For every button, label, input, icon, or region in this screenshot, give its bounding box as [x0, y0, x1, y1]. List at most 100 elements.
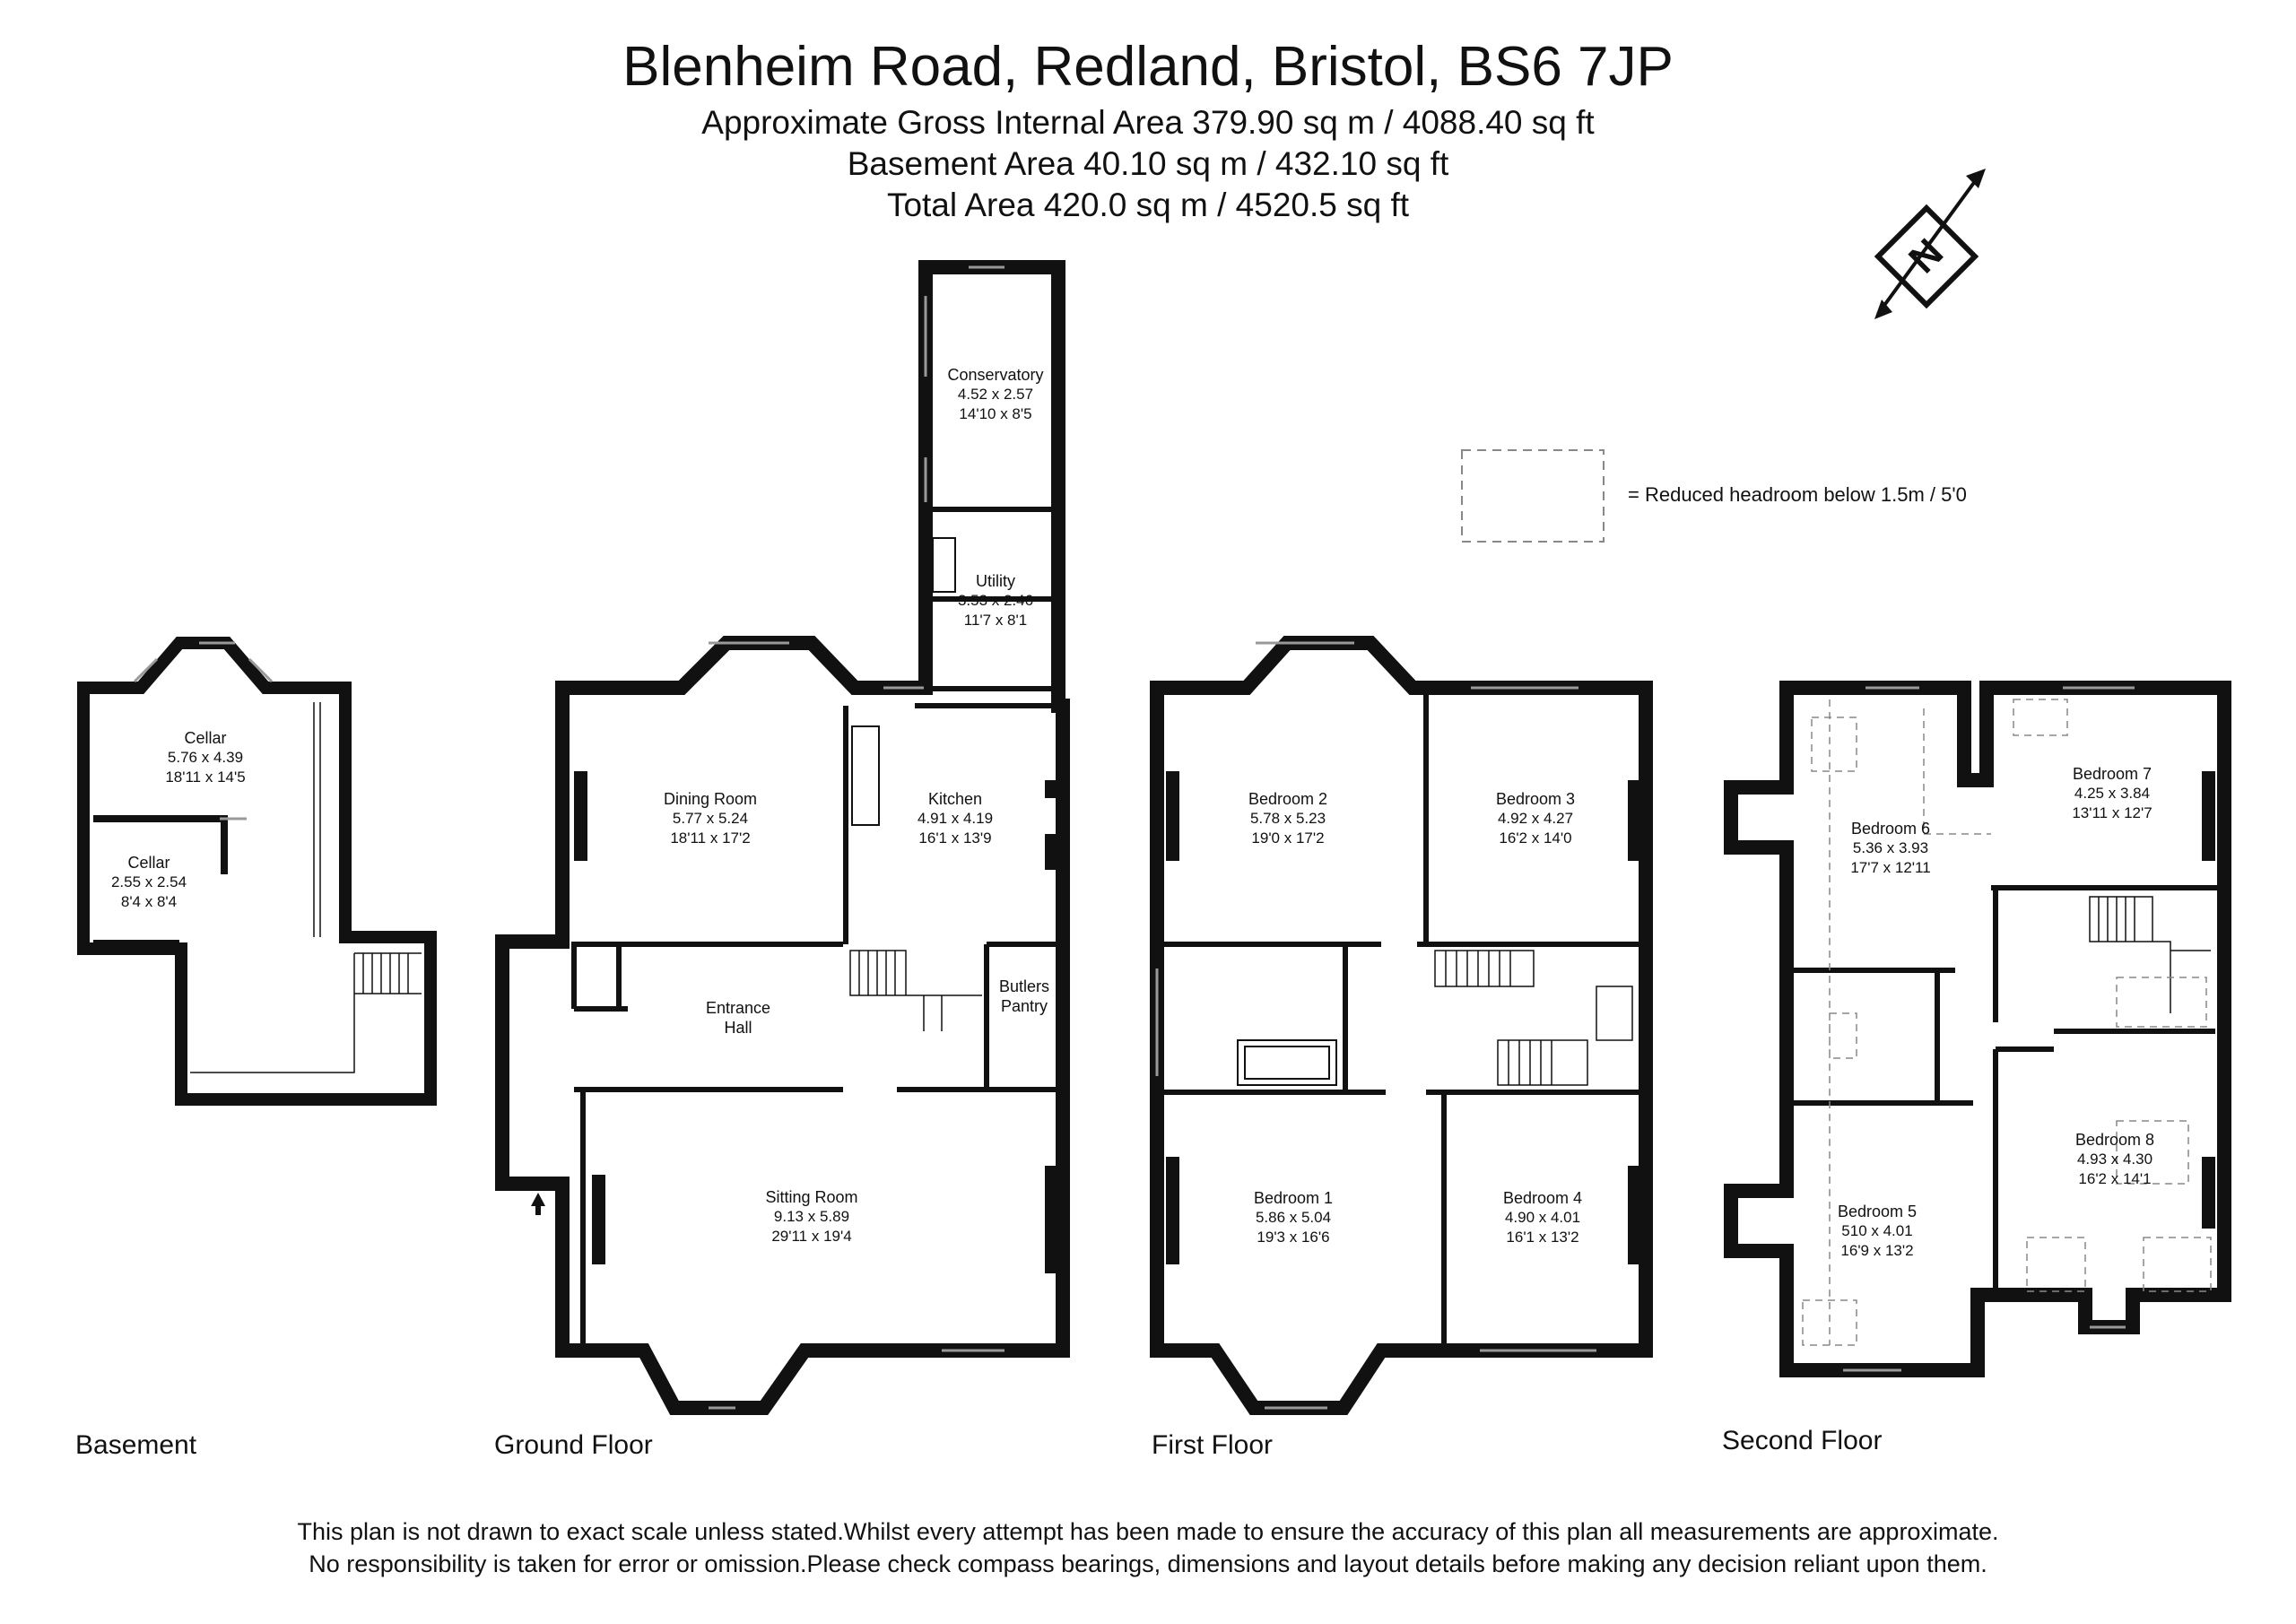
- room-name: Entrance: [705, 999, 771, 1017]
- room-metric: 4.91 x 4.19: [917, 810, 994, 827]
- legend-dashed-box: [1461, 449, 1605, 543]
- room-name: Bedroom 5: [1837, 1203, 1918, 1220]
- room-imperial: 16'1 x 13'9: [918, 829, 992, 847]
- room-label-cellar-small: Cellar 2.55 x 2.54 8'4 x 8'4: [111, 853, 187, 912]
- floor-label-second-floor: Second Floor: [1722, 1426, 1883, 1455]
- room-name: Cellar: [184, 729, 227, 747]
- room-imperial: 18'11 x 17'2: [670, 829, 751, 847]
- room-name: Bedroom 2: [1248, 790, 1328, 808]
- room-name: Dining Room: [663, 790, 758, 808]
- ground-floor-staircase: [849, 950, 982, 1031]
- room-name: Bedroom 4: [1502, 1189, 1583, 1207]
- ground-floor-plan: [495, 260, 1070, 1415]
- second-floor-plan: [1724, 681, 2231, 1377]
- room-imperial: 29'11 x 19'4: [771, 1228, 852, 1245]
- room-metric: 5.78 x 5.23: [1249, 810, 1326, 827]
- room-label-butlers-pantry: Butlers Pantry: [999, 977, 1049, 1016]
- room-imperial: 14'10 x 8'5: [959, 405, 1032, 422]
- room-label-bedroom-7: Bedroom 7 4.25 x 3.84 13'11 x 12'7: [2072, 764, 2152, 823]
- room-name: Bedroom 3: [1495, 790, 1576, 808]
- compass-arrow-tail-icon: [1874, 300, 1892, 319]
- first-floor-outer-wall: [1150, 636, 1653, 1415]
- room-imperial: 13'11 x 12'7: [2072, 804, 2152, 821]
- room-label-kitchen: Kitchen 4.91 x 4.19 16'1 x 13'9: [918, 789, 993, 848]
- room-label-sitting-room: Sitting Room 9.13 x 5.89 29'11 x 19'4: [765, 1187, 857, 1246]
- plan-header: Blenheim Road, Redland, Bristol, BS6 7JP…: [0, 32, 2296, 226]
- basement-steps: [190, 952, 422, 1073]
- room-metric: 5.86 x 5.04: [1255, 1209, 1332, 1226]
- second-floor-inner-walls: [1794, 885, 2220, 1291]
- reduced-headroom-zones: [1802, 699, 2212, 1346]
- basement-area: Basement Area 40.10 sq m / 432.10 sq ft: [847, 145, 1449, 182]
- room-imperial: 16'1 x 13'2: [1506, 1229, 1579, 1246]
- total-area: Total Area 420.0 sq m / 4520.5 sq ft: [886, 187, 1410, 223]
- ground-floor-inner-walls: [571, 507, 1058, 1350]
- room-imperial: 16'2 x 14'1: [2078, 1170, 2152, 1187]
- first-floor-staircase: [1434, 950, 1633, 1086]
- floor-label-first-floor: First Floor: [1152, 1430, 1273, 1460]
- room-name: Bedroom 7: [2072, 765, 2152, 783]
- basement-plan: [77, 637, 437, 1106]
- room-label-bedroom-8: Bedroom 8 4.93 x 4.30 16'2 x 14'1: [2075, 1130, 2154, 1189]
- reduced-headroom-legend: = Reduced headroom below 1.5m / 5'0: [1628, 483, 1967, 506]
- room-metric: 4.25 x 3.84: [2074, 785, 2151, 802]
- room-imperial: 8'4 x 8'4: [120, 893, 178, 910]
- room-name: Sitting Room: [765, 1188, 858, 1206]
- room-imperial: 17'7 x 12'11: [1850, 859, 1931, 876]
- room-label-dining-room: Dining Room 5.77 x 5.24 18'11 x 17'2: [664, 789, 757, 848]
- plan-disclaimer: This plan is not drawn to exact scale un…: [0, 1515, 2296, 1580]
- ground-floor-window-marks: [709, 265, 1004, 1410]
- first-floor-bath: [1237, 1039, 1337, 1086]
- room-metric: 4.52 x 2.57: [957, 386, 1034, 403]
- basement-bay-windows: [133, 641, 274, 821]
- room-label-bedroom-1: Bedroom 1 5.86 x 5.04 19'3 x 16'6: [1254, 1188, 1333, 1247]
- room-metric: 5.36 x 3.93: [1852, 839, 1929, 856]
- compass-needle: [1876, 172, 1982, 316]
- room-metric: 510 x 4.01: [1841, 1222, 1913, 1239]
- second-floor-outer-wall: [1724, 681, 2231, 1377]
- room-label-bedroom-2: Bedroom 2 5.78 x 5.23 19'0 x 17'2: [1248, 789, 1327, 848]
- ground-floor-entrance-porch: [500, 942, 525, 1186]
- first-floor-window-marks: [1155, 641, 1596, 1410]
- basement-outer-wall: [77, 637, 437, 1106]
- first-floor-inner-walls: [1164, 688, 1641, 1345]
- room-label-bedroom-4: Bedroom 4 4.90 x 4.01 16'1 x 13'2: [1503, 1188, 1582, 1247]
- property-address-title: Blenheim Road, Redland, Bristol, BS6 7JP: [622, 36, 1674, 98]
- room-metric: 4.90 x 4.01: [1504, 1209, 1581, 1226]
- disclaimer-line-2: No responsibility is taken for error or …: [309, 1550, 1987, 1577]
- room-name: Pantry: [1000, 997, 1048, 1015]
- room-name: Cellar: [127, 854, 170, 872]
- second-floor-staircase: [2089, 896, 2211, 1013]
- room-imperial: 19'0 x 17'2: [1251, 829, 1325, 847]
- second-floor-window-marks: [1843, 686, 2135, 1372]
- room-name: Bedroom 6: [1850, 820, 1931, 838]
- room-label-bedroom-3: Bedroom 3 4.92 x 4.27 16'2 x 14'0: [1496, 789, 1575, 848]
- room-label-entrance-hall: Entrance Hall: [706, 998, 770, 1038]
- gross-internal-area: Approximate Gross Internal Area 379.90 s…: [701, 104, 1595, 141]
- room-imperial: 11'7 x 8'1: [963, 612, 1028, 629]
- floor-label-basement: Basement: [75, 1430, 197, 1460]
- disclaimer-line-1: This plan is not drawn to exact scale un…: [297, 1518, 1999, 1545]
- compass-arrow-head-icon: [1966, 169, 1986, 188]
- basement-partition: [313, 702, 321, 937]
- room-metric: 9.13 x 5.89: [773, 1208, 850, 1225]
- room-imperial: 19'3 x 16'6: [1257, 1229, 1330, 1246]
- room-name: Hall: [724, 1019, 752, 1037]
- room-name: Bedroom 8: [2074, 1131, 2155, 1149]
- room-metric: 4.92 x 4.27: [1497, 810, 1574, 827]
- room-name: Butlers: [998, 977, 1050, 995]
- room-imperial: 16'2 x 14'0: [1499, 829, 1572, 847]
- room-label-cellar-main: Cellar 5.76 x 4.39 18'11 x 14'5: [165, 728, 245, 787]
- room-metric: 4.93 x 4.30: [2076, 1151, 2153, 1168]
- second-floor-chimney-breasts: [2202, 771, 2215, 1229]
- room-label-bedroom-6: Bedroom 6 5.36 x 3.93 17'7 x 12'11: [1850, 819, 1930, 878]
- entrance-arrow-icon: [531, 1193, 545, 1215]
- room-label-utility: Utility 3.53 x 2.46 11'7 x 8'1: [958, 571, 1033, 630]
- room-name: Utility: [976, 572, 1015, 590]
- room-name: Conservatory: [947, 366, 1044, 384]
- room-label-conservatory: Conservatory 4.52 x 2.57 14'10 x 8'5: [947, 365, 1043, 424]
- room-imperial: 18'11 x 14'5: [165, 769, 246, 786]
- room-name: Bedroom 1: [1253, 1189, 1334, 1207]
- room-metric: 2.55 x 2.54: [110, 873, 187, 890]
